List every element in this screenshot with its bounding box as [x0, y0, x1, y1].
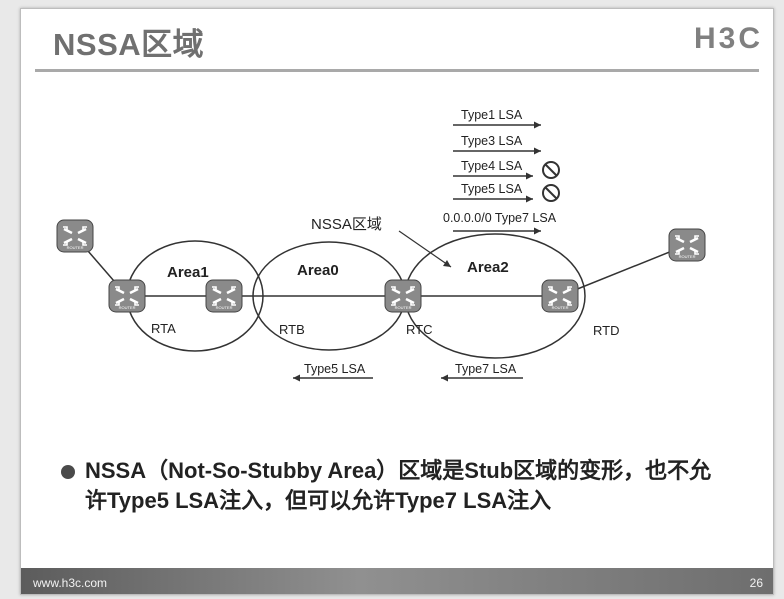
router-icon: ROUTER	[204, 278, 244, 314]
arrow-left-icon	[441, 374, 448, 382]
nssa-pointer-head	[443, 260, 451, 267]
slide: NSSA区域 H3C ROUTER ROUTER ROUTER ROUTER R	[20, 8, 774, 595]
link-rtd-tr	[559, 244, 688, 297]
bottom-lsa-label-type5: Type5 LSA	[304, 362, 366, 376]
arrow-right-icon	[526, 172, 533, 180]
area2-label: Area2	[467, 259, 509, 276]
lsa-label-type1: Type1 LSA	[461, 108, 523, 122]
svg-text:ROUTER: ROUTER	[552, 305, 569, 310]
prohibited-icon	[542, 184, 560, 202]
footer-url: www.h3c.com	[33, 576, 108, 590]
svg-text:ROUTER: ROUTER	[216, 305, 233, 310]
router-icon: ROUTER	[55, 218, 95, 254]
svg-text:ROUTER: ROUTER	[679, 254, 696, 259]
h3c-logo: H3C	[693, 22, 763, 55]
area1-label: Area1	[167, 264, 209, 281]
arrow-right-icon	[534, 227, 541, 235]
page-number: 26	[749, 576, 763, 590]
router-label-rtd: RTD	[593, 323, 619, 338]
router-label-rta: RTA	[151, 321, 176, 336]
lsa-label-type5: Type5 LSA	[461, 182, 523, 196]
nssa-label: NSSA区域	[311, 216, 382, 233]
router-icon: ROUTER	[667, 227, 707, 263]
nssa-pointer-line	[398, 230, 452, 268]
bullet-point: NSSA（Not-So-Stubby Area）区域是Stub区域的变形，也不允…	[61, 456, 725, 516]
router-icon: ROUTER	[107, 278, 147, 314]
router-label-rtc: RTC	[406, 322, 432, 337]
svg-text:ROUTER: ROUTER	[67, 245, 84, 250]
lsa-label-type4: Type4 LSA	[461, 159, 523, 173]
area0-label: Area0	[297, 262, 339, 279]
arrow-right-icon	[534, 147, 541, 155]
bullet-dot-icon	[61, 465, 75, 479]
arrow-right-icon	[534, 121, 541, 129]
router-label-rtb: RTB	[279, 322, 305, 337]
router-icon: ROUTER	[383, 278, 423, 314]
arrow-right-icon	[526, 195, 533, 203]
bottom-lsa-label-type7: Type7 LSA	[455, 362, 517, 376]
page-title: NSSA区域	[53, 27, 205, 62]
lsa-label-type3: Type3 LSA	[461, 134, 523, 148]
svg-text:ROUTER: ROUTER	[395, 305, 412, 310]
bullet-text: NSSA（Not-So-Stubby Area）区域是Stub区域的变形，也不允…	[85, 458, 712, 513]
lsa-label-type7-default: 0.0.0.0/0 Type7 LSA	[443, 211, 557, 225]
footer-bar: www.h3c.com 26	[21, 568, 773, 594]
svg-text:ROUTER: ROUTER	[119, 305, 136, 310]
title-divider	[35, 69, 759, 72]
arrow-left-icon	[293, 374, 300, 382]
router-icon: ROUTER	[540, 278, 580, 314]
prohibited-icon	[542, 161, 560, 179]
nssa-diagram: ROUTER ROUTER ROUTER ROUTER ROUTER ROUTE…	[55, 108, 707, 382]
